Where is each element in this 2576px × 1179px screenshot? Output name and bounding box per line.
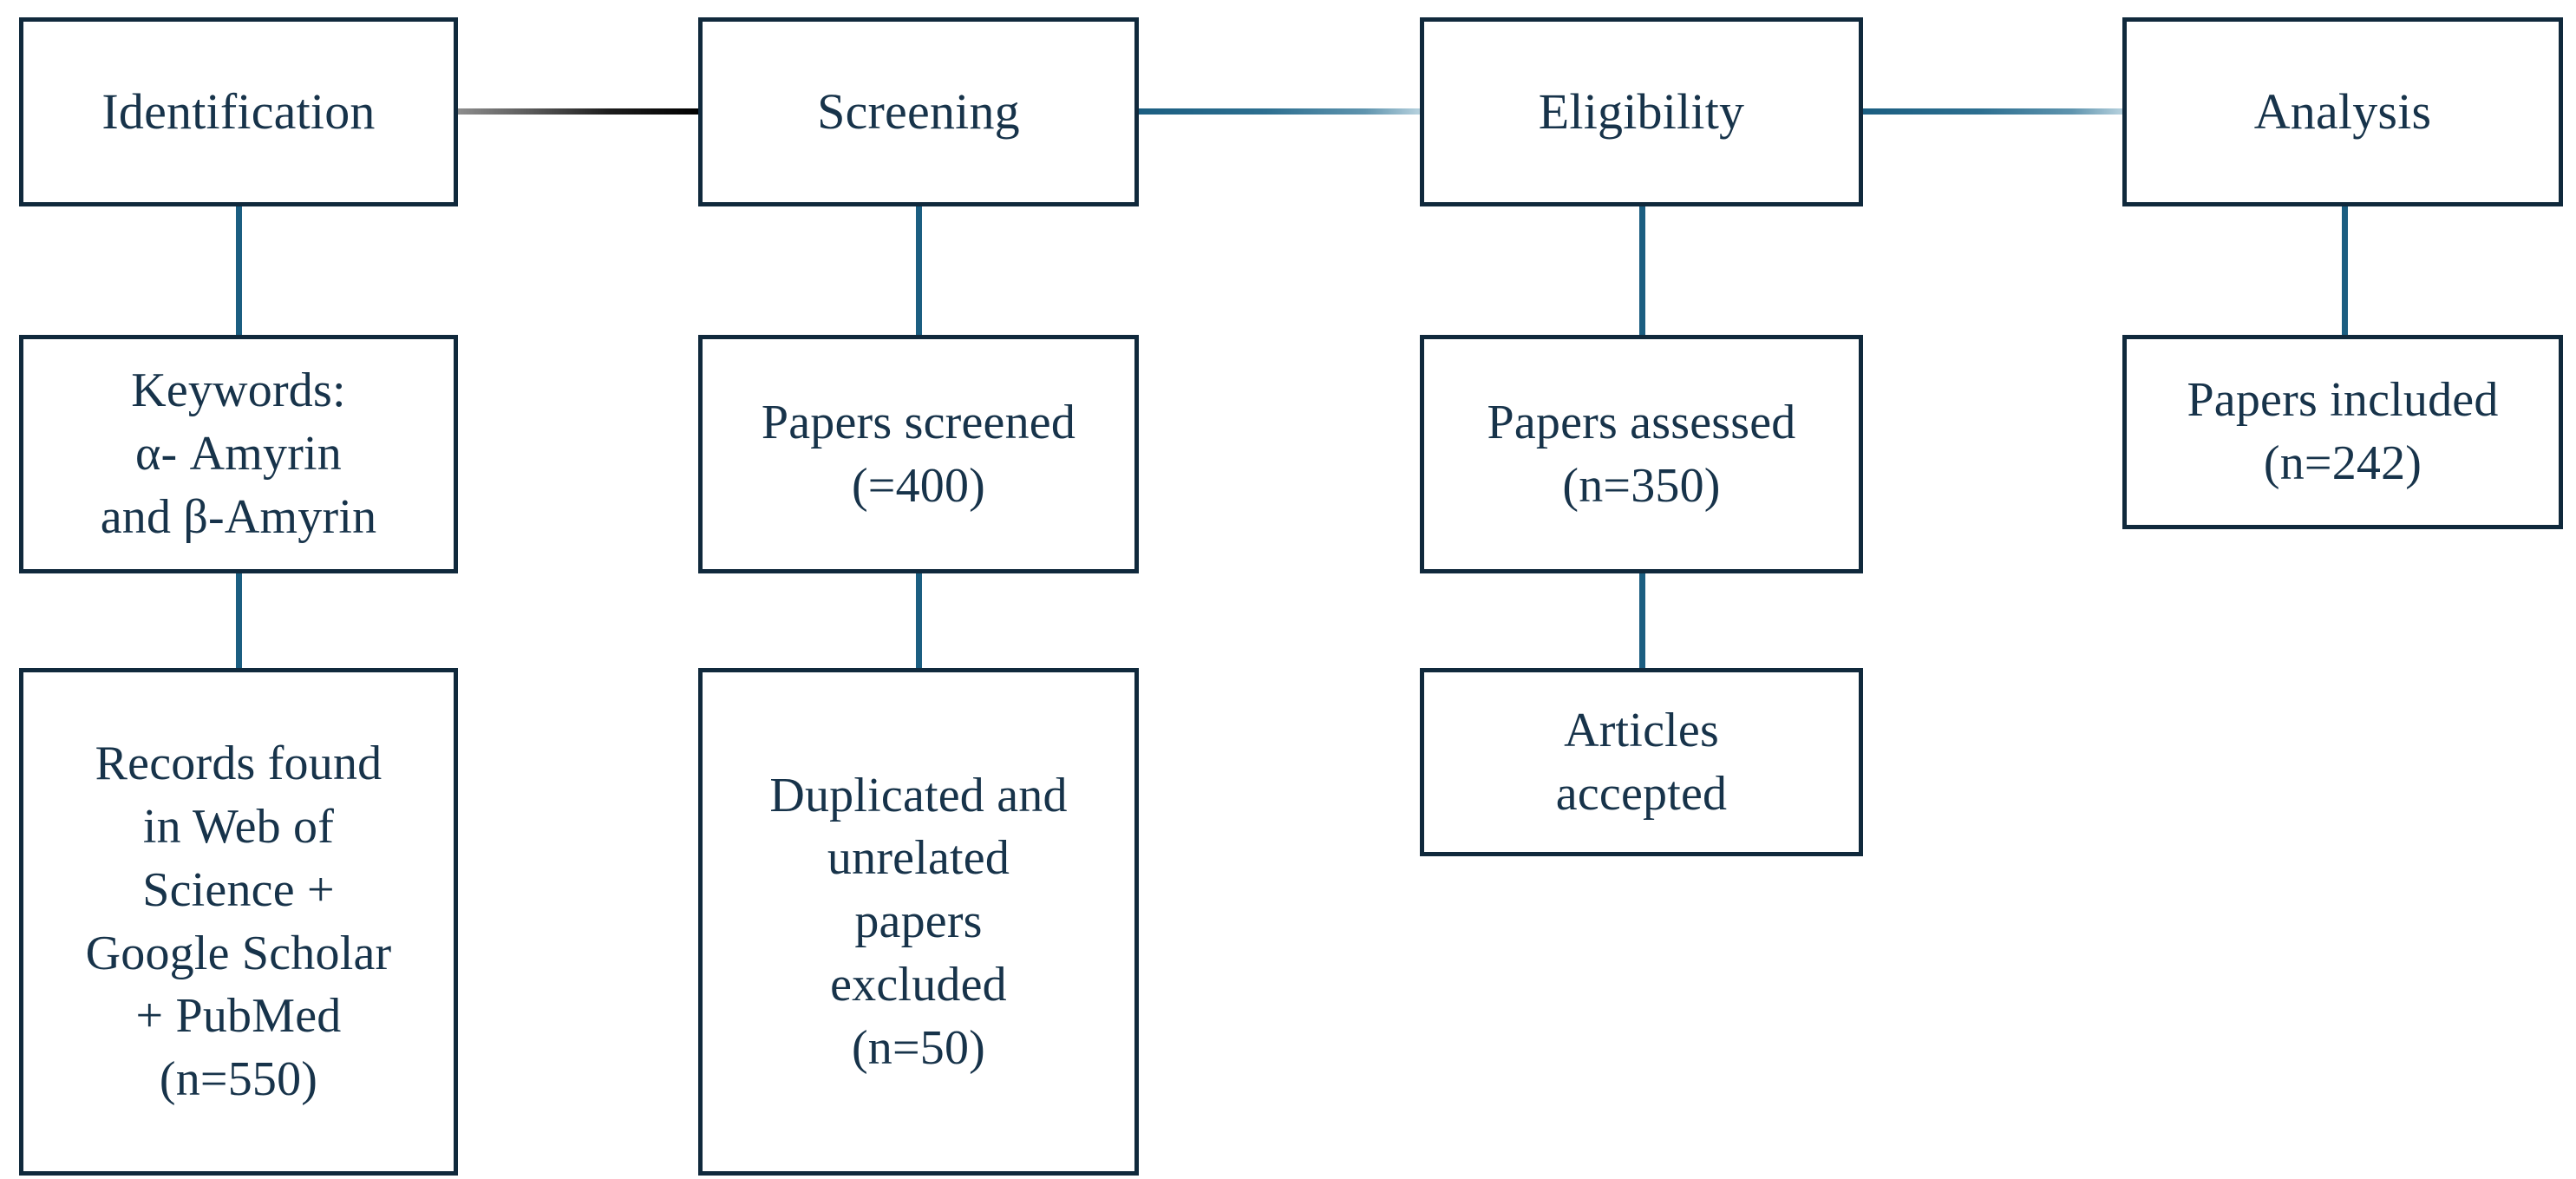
connector-papers-screened-to-papers-excluded (916, 570, 922, 670)
node-box-keywords[interactable]: Keywords: α- Amyrin and β-Amyrin (19, 335, 458, 573)
node-box-papers-screened[interactable]: Papers screened (=400) (698, 335, 1139, 573)
node-label-records-found: Records found in Web of Science + Google… (85, 737, 392, 1107)
node-label-papers-excluded: Duplicated and unrelated papers excluded… (769, 768, 1068, 1075)
node-label-papers-included: Papers included (n=242) (2187, 373, 2499, 490)
node-label-articles-accepted: Articles accepted (1555, 703, 1728, 821)
stage-box-analysis[interactable]: Analysis (2122, 17, 2563, 206)
connector-eligibility-to-analysis (1863, 108, 2124, 115)
connector-identification-to-screening (458, 108, 700, 115)
node-label-papers-assessed: Papers assessed (n=350) (1487, 395, 1796, 513)
node-box-articles-accepted[interactable]: Articles accepted (1420, 668, 1863, 856)
stage-box-identification[interactable]: Identification (19, 17, 458, 206)
stage-label-analysis: Analysis (2253, 83, 2432, 141)
stage-box-eligibility[interactable]: Eligibility (1420, 17, 1863, 206)
stage-box-screening[interactable]: Screening (698, 17, 1139, 206)
node-box-papers-excluded[interactable]: Duplicated and unrelated papers excluded… (698, 668, 1139, 1176)
stage-label-eligibility: Eligibility (1538, 83, 1745, 141)
connector-keywords-to-records-found (236, 570, 242, 670)
stage-label-screening: Screening (817, 83, 1020, 141)
connector-eligibility-to-papers-assessed (1639, 203, 1645, 337)
connector-screening-to-eligibility (1139, 108, 1422, 115)
stage-label-identification: Identification (101, 83, 376, 141)
node-label-papers-screened: Papers screened (=400) (761, 395, 1076, 513)
node-box-papers-included[interactable]: Papers included (n=242) (2122, 335, 2563, 529)
connector-screening-to-papers-screened (916, 203, 922, 337)
connector-identification-to-keywords (236, 203, 242, 337)
connector-papers-assessed-to-articles-accepted (1639, 570, 1645, 670)
node-label-keywords: Keywords: α- Amyrin and β-Amyrin (100, 364, 377, 544)
connector-analysis-to-papers-included (2342, 203, 2348, 337)
node-box-records-found[interactable]: Records found in Web of Science + Google… (19, 668, 458, 1176)
node-box-papers-assessed[interactable]: Papers assessed (n=350) (1420, 335, 1863, 573)
